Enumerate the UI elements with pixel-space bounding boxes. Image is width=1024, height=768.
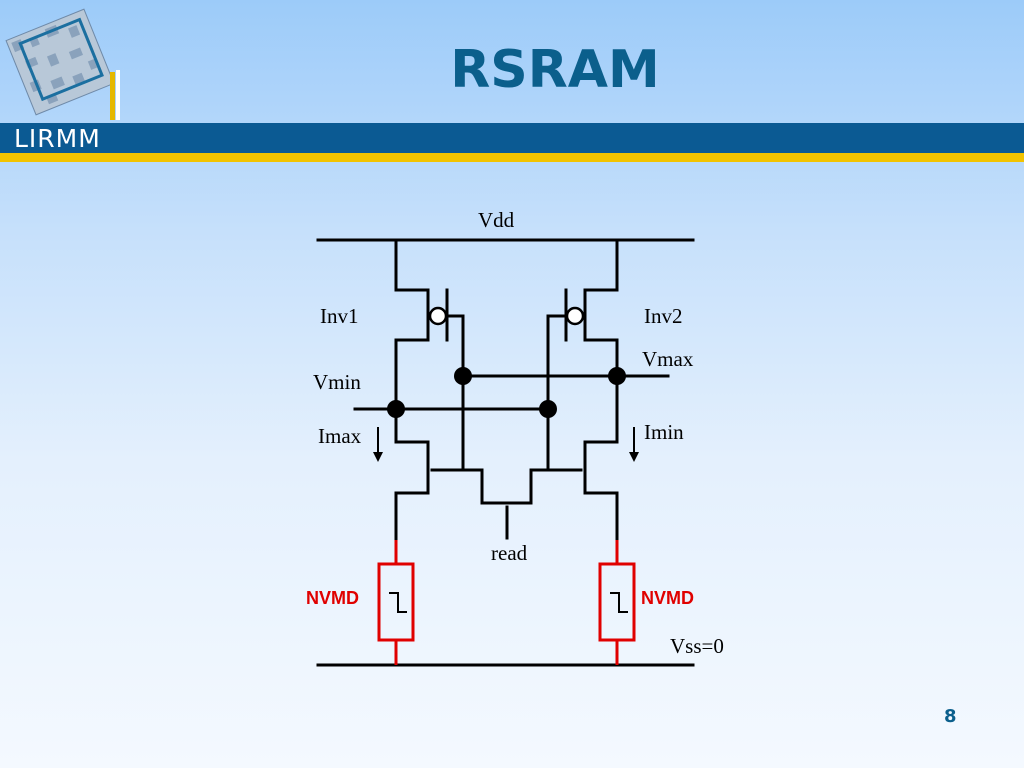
left-pmos-bubble	[428, 306, 448, 326]
right-nvmd-body	[598, 562, 636, 642]
read-transistor-right	[529, 468, 550, 505]
vmin-dot-right	[539, 400, 557, 418]
page-number: 8	[944, 706, 957, 727]
vmin-label: Vmin	[313, 370, 361, 394]
left-pmos-source	[394, 238, 430, 292]
inv1-label: Inv1	[320, 304, 359, 328]
right-nvmd-symbol	[610, 592, 628, 613]
org-name: LIRMM	[14, 124, 101, 153]
read-label: read	[491, 541, 528, 565]
vmax-label: Vmax	[642, 347, 694, 371]
inv2-label: Inv2	[644, 304, 683, 328]
left-nvmd-symbol	[389, 592, 407, 613]
right-nmos-source	[583, 491, 619, 542]
read-transistor-left	[461, 468, 484, 505]
vss-label: Vss=0	[670, 634, 724, 658]
right-pmos-bubble	[565, 306, 585, 326]
right-pmos-source	[583, 238, 619, 292]
nvmd-right-label: NVMD	[641, 588, 694, 608]
slide-title: RSRAM	[450, 40, 660, 100]
imax-label: Imax	[318, 424, 362, 448]
vmax-dot-left	[454, 367, 472, 385]
left-nmos-source	[394, 491, 430, 542]
header-band	[0, 123, 1024, 153]
imin-arrow-head	[629, 452, 639, 462]
left-gate-wire	[445, 314, 465, 472]
lirmm-logo-graphic	[5, 8, 120, 120]
header-accent-line	[0, 153, 1024, 162]
imax-arrow-head	[373, 452, 383, 462]
vmin-dot-left	[387, 400, 405, 418]
right-pmos-drain	[583, 338, 619, 444]
vmax-dot-right	[608, 367, 626, 385]
right-gate-wire	[546, 314, 568, 472]
imin-label: Imin	[644, 420, 684, 444]
left-nvmd-body	[377, 562, 415, 642]
vdd-label: Vdd	[478, 208, 515, 232]
left-pmos-drain	[394, 338, 430, 444]
nvmd-left-label: NVMD	[306, 588, 359, 608]
